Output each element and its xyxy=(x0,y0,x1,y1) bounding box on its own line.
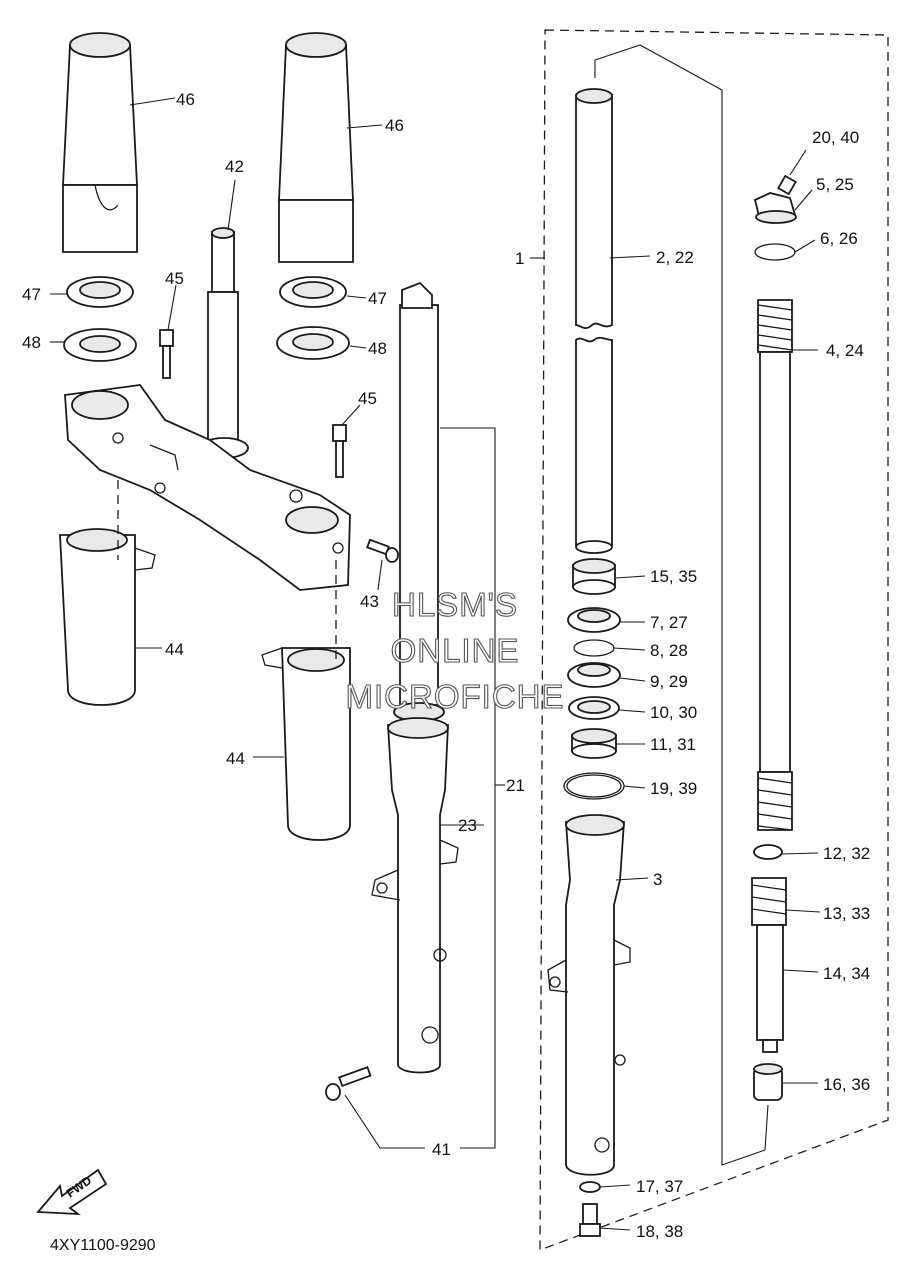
bolt-18 xyxy=(579,1203,601,1237)
callout-18-38: 18, 38 xyxy=(636,1222,683,1241)
callout-10-30: 10, 30 xyxy=(650,703,697,722)
callout-19-39: 19, 39 xyxy=(650,779,697,798)
bushing-11 xyxy=(571,728,617,759)
callout-20-40: 20, 40 xyxy=(812,128,859,147)
seal-right xyxy=(279,276,347,308)
clip-8 xyxy=(573,639,615,657)
callout-47-right: 47 xyxy=(368,289,387,308)
washer-right xyxy=(276,326,350,360)
watermark-line-1: HLSM'S xyxy=(392,586,518,623)
watermark-line-3: MICROFICHE xyxy=(346,678,565,715)
bolt-43 xyxy=(366,538,399,563)
callout-41: 41 xyxy=(432,1140,451,1159)
ring-19 xyxy=(563,772,625,800)
bolt-45-left xyxy=(159,329,174,379)
callout-12-32: 12, 32 xyxy=(823,844,870,863)
oil-lock-piece-16 xyxy=(753,1063,783,1101)
callout-48-left: 48 xyxy=(22,333,41,352)
steering-stem xyxy=(199,227,249,459)
part-code: 4XY1100-9290 xyxy=(50,1237,156,1254)
watermark-line-2: ONLINE xyxy=(391,632,520,669)
washer-10 xyxy=(568,696,620,720)
fork-assembly-boundary xyxy=(539,29,889,1251)
watermark: HLSM'S ONLINE MICROFICHE xyxy=(345,585,565,715)
seal-9 xyxy=(567,662,621,688)
upper-cover-left xyxy=(62,32,138,253)
callout-2-22: 2, 22 xyxy=(656,248,694,267)
spring-4 xyxy=(757,299,793,831)
inner-tube-left xyxy=(393,281,445,722)
leader-lines xyxy=(50,44,821,1231)
bolt-41 xyxy=(325,1066,372,1101)
callout-46-right: 46 xyxy=(385,116,404,135)
washer-17 xyxy=(579,1181,601,1193)
callout-16-36: 16, 36 xyxy=(823,1075,870,1094)
callout-43: 43 xyxy=(360,592,379,611)
callout-13-33: 13, 33 xyxy=(823,904,870,923)
air-valve-20 xyxy=(777,174,797,196)
callout-42: 42 xyxy=(225,157,244,176)
callout-7-27: 7, 27 xyxy=(650,613,688,632)
callout-9-29: 9, 29 xyxy=(650,672,688,691)
callout-11-31: 11, 31 xyxy=(650,735,696,754)
callout-14-34: 14, 34 xyxy=(823,964,870,983)
callout-44-left: 44 xyxy=(165,640,184,659)
callout-15-35: 15, 35 xyxy=(650,567,697,586)
callout-21: 21 xyxy=(506,776,525,795)
fwd-arrow-icon: FWD xyxy=(36,1168,108,1216)
callout-labels: 46 46 42 45 45 47 48 47 48 43 44 44 1 2,… xyxy=(22,90,870,1241)
callout-45-left: 45 xyxy=(165,269,184,288)
callout-1: 1 xyxy=(515,249,524,268)
outer-tube-left xyxy=(371,717,459,1074)
callout-23: 23 xyxy=(458,816,477,835)
callout-47-left: 47 xyxy=(22,285,41,304)
callout-48-right: 48 xyxy=(368,339,387,358)
callout-46-left: 46 xyxy=(176,90,195,109)
inner-tube-2 xyxy=(575,88,613,554)
cap-bolt-5 xyxy=(753,192,797,224)
seal-left xyxy=(66,276,134,308)
callout-8-28: 8, 28 xyxy=(650,641,688,660)
ring-12 xyxy=(753,844,783,860)
o-ring-6 xyxy=(754,243,796,261)
bolt-45-right xyxy=(332,424,347,478)
callout-4-24: 4, 24 xyxy=(826,341,864,360)
damper-rod-13-14 xyxy=(751,877,787,1053)
callout-6-26: 6, 26 xyxy=(820,229,858,248)
callout-44-right: 44 xyxy=(226,749,245,768)
callout-17-37: 17, 37 xyxy=(636,1177,683,1196)
upper-cover-right xyxy=(278,32,354,263)
seal-7 xyxy=(567,607,621,633)
outer-tube-3 xyxy=(547,814,631,1176)
callout-45-right: 45 xyxy=(358,389,377,408)
lower-bracket xyxy=(64,384,351,591)
lower-cover-right xyxy=(261,647,351,841)
callout-5-25: 5, 25 xyxy=(816,175,854,194)
washer-left xyxy=(63,328,137,362)
callout-3: 3 xyxy=(653,870,662,889)
bushing-15 xyxy=(572,558,616,595)
lower-cover-left xyxy=(59,528,156,706)
